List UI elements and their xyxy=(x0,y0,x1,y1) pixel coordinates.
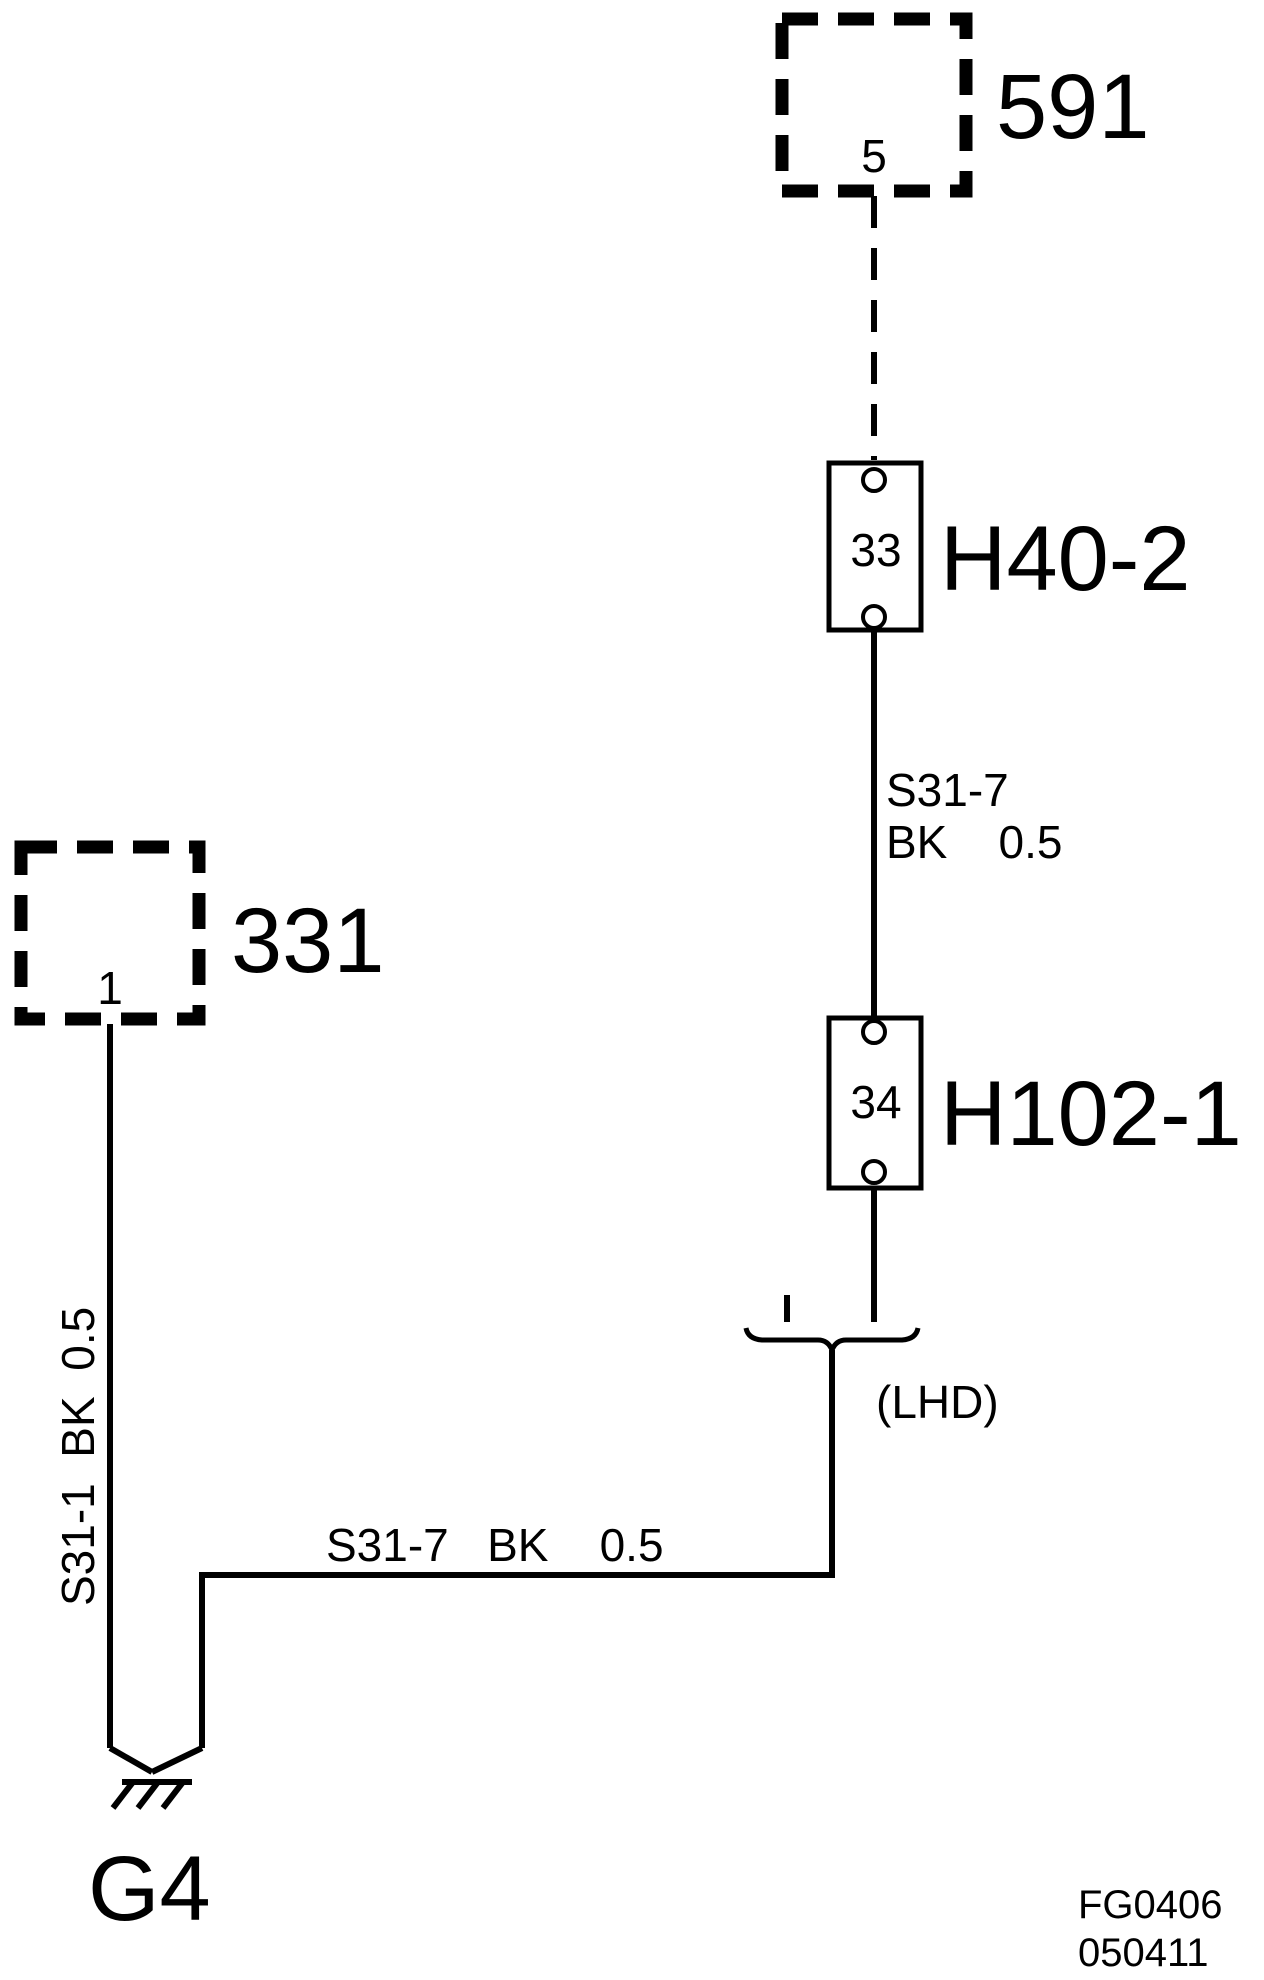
wire-upper-spec: BK 0.5 xyxy=(886,816,1062,868)
connector-h40-2-label: H40-2 xyxy=(940,508,1191,610)
component-591-outline xyxy=(775,12,973,198)
variant-brace-curve xyxy=(743,1327,921,1357)
component-331: 1 331 xyxy=(14,840,385,1026)
connector-h40-2-terminal-bottom xyxy=(861,604,887,630)
ground-g4: G4 xyxy=(88,1745,211,1940)
connector-h40-2: 33 H40-2 xyxy=(826,460,1191,633)
component-591-label: 591 xyxy=(996,56,1150,158)
ground-converge-right xyxy=(150,1745,204,1775)
connector-h40-2-terminal-top xyxy=(861,467,887,493)
connector-h102-1-pin: 34 xyxy=(850,1076,901,1128)
ground-hatch-1 xyxy=(110,1780,136,1810)
component-591-pin: 5 xyxy=(861,130,887,182)
wire-s31-7-bottom xyxy=(199,1350,835,1748)
component-331-label: 331 xyxy=(231,890,385,992)
figure-code-line-2: 050411 xyxy=(1078,1931,1209,1975)
connector-h102-1-label: H102-1 xyxy=(940,1063,1242,1165)
variant-label: (LHD) xyxy=(876,1376,999,1428)
component-591: 5 591 xyxy=(775,12,1150,198)
component-331-pin: 1 xyxy=(97,962,123,1014)
wire-left-label: S31-1 BK 0.5 xyxy=(52,1307,104,1606)
connector-h102-1: 34 H102-1 xyxy=(826,1015,1242,1191)
figure-code-line-1: FG0406 xyxy=(1078,1883,1223,1927)
wire-bottom-label: S31-7 BK 0.5 xyxy=(326,1519,664,1571)
ground-hatch-3 xyxy=(160,1780,186,1810)
connector-h102-1-terminal-top xyxy=(861,1019,887,1045)
connector-h102-1-terminal-bottom xyxy=(861,1159,887,1185)
ground-converge-left xyxy=(108,1745,154,1775)
wire-upper-id: S31-7 xyxy=(886,764,1009,816)
ground-label: G4 xyxy=(88,1838,211,1940)
connector-h40-2-body xyxy=(826,460,924,633)
component-331-outline xyxy=(14,840,206,1026)
connector-h40-2-pin: 33 xyxy=(850,524,901,576)
ground-hatch-2 xyxy=(135,1780,161,1810)
